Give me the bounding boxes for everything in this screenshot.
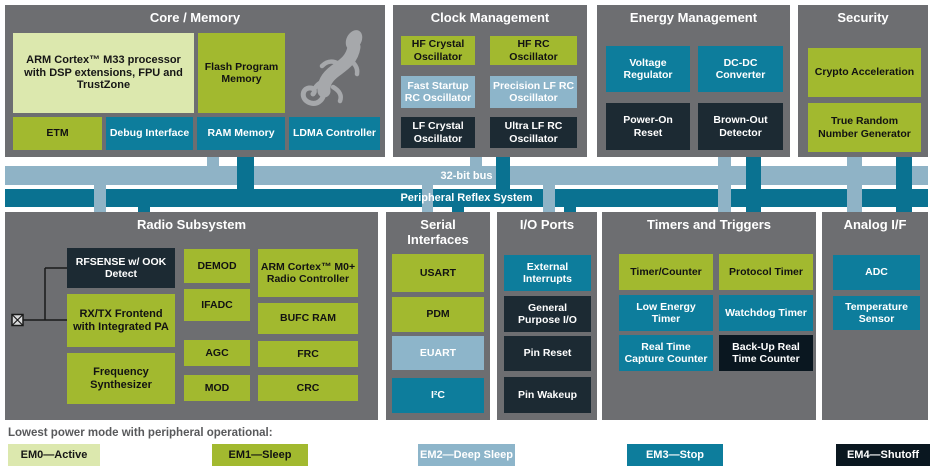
block-low-energy-timer: Low Energy Timer bbox=[619, 295, 713, 331]
section-clock-management: Clock Management HF Crystal Oscillator H… bbox=[393, 5, 587, 157]
block-hf-rc-oscillator: HF RC Oscillator bbox=[490, 36, 577, 65]
bus-connector bbox=[543, 185, 555, 212]
bus-connector bbox=[452, 190, 464, 212]
section-timers-triggers: Timers and Triggers Timer/Counter Protoc… bbox=[602, 212, 816, 420]
block-temperature-sensor: Temperature Sensor bbox=[833, 296, 920, 330]
block-real-time-capture-counter: Real Time Capture Counter bbox=[619, 335, 713, 371]
bus-connector bbox=[207, 157, 219, 185]
block-watchdog-timer: Watchdog Timer bbox=[719, 295, 813, 331]
block-pin-wakeup: Pin Wakeup bbox=[504, 377, 591, 413]
legend-caption: Lowest power mode with peripheral operat… bbox=[8, 427, 273, 439]
block-demod: DEMOD bbox=[184, 249, 250, 283]
block-power-on-reset: Power-On Reset bbox=[606, 103, 690, 150]
block-arm-cortex-m0-radio-controller: ARM Cortex™ M0+ Radio Controller bbox=[258, 249, 358, 297]
section-core-memory: Core / Memory ARM Cortex™ M33 processor … bbox=[5, 5, 385, 157]
block-brown-out-detector: Brown-Out Detector bbox=[698, 103, 783, 150]
bus-peripheral-reflex-system bbox=[5, 189, 928, 207]
section-title-energy-management: Energy Management bbox=[629, 10, 758, 25]
bus-connector bbox=[896, 157, 912, 212]
block-voltage-regulator: Voltage Regulator bbox=[606, 46, 690, 92]
block-protocol-timer: Protocol Timer bbox=[719, 254, 813, 290]
block-euart: EUART bbox=[392, 336, 484, 370]
legend-em3-stop: EM3—Stop bbox=[627, 444, 723, 466]
section-title-clock-management: Clock Management bbox=[430, 10, 550, 25]
bus-connector bbox=[237, 157, 254, 207]
block-pin-reset: Pin Reset bbox=[504, 336, 591, 371]
bus-connector bbox=[847, 157, 862, 212]
section-analog-if: Analog I/F ADC Temperature Sensor bbox=[822, 212, 928, 420]
block-etm: ETM bbox=[13, 117, 102, 150]
block-adc: ADC bbox=[833, 255, 920, 290]
legend-em2-deep-sleep: EM2—Deep Sleep bbox=[418, 444, 515, 466]
bus-connector bbox=[718, 157, 731, 212]
block-debug-interface: Debug Interface bbox=[106, 117, 193, 150]
section-security: Security Crypto Acceleration True Random… bbox=[798, 5, 928, 157]
bus-connector bbox=[746, 157, 761, 212]
block-true-random-number-generator: True Random Number Generator bbox=[808, 103, 921, 152]
block-precision-lf-rc-oscillator: Precision LF RC Oscillator bbox=[490, 76, 577, 108]
block-pdm: PDM bbox=[392, 297, 484, 332]
block-ifadc: IFADC bbox=[184, 289, 250, 321]
bus-connector bbox=[138, 190, 150, 212]
block-rfsense: RFSENSE w/ OOK Detect bbox=[67, 248, 175, 288]
section-energy-management: Energy Management Voltage Regulator DC-D… bbox=[597, 5, 790, 157]
bus-32bit bbox=[5, 166, 928, 185]
block-frequency-synthesizer: Frequency Synthesizer bbox=[67, 353, 175, 404]
block-crypto-acceleration: Crypto Acceleration bbox=[808, 48, 921, 97]
block-external-interrupts: External Interrupts bbox=[504, 255, 591, 291]
bus-connector bbox=[564, 190, 576, 212]
bus-connector bbox=[496, 157, 510, 207]
block-ram-memory: RAM Memory bbox=[197, 117, 285, 150]
block-flash-program-memory: Flash Program Memory bbox=[198, 33, 285, 113]
block-ldma-controller: LDMA Controller bbox=[289, 117, 380, 150]
section-radio-subsystem: Radio Subsystem RFSENSE w/ OOK Detect RX… bbox=[5, 212, 378, 420]
section-title-timers-triggers: Timers and Triggers bbox=[646, 217, 772, 232]
block-timer-counter: Timer/Counter bbox=[619, 254, 713, 290]
block-general-purpose-io: General Purpose I/O bbox=[504, 296, 591, 332]
section-io-ports: I/O Ports External Interrupts General Pu… bbox=[497, 212, 597, 420]
block-hf-crystal-oscillator: HF Crystal Oscillator bbox=[401, 36, 475, 65]
bus-connector bbox=[422, 185, 433, 212]
section-title-io-ports: I/O Ports bbox=[519, 217, 575, 232]
block-lf-crystal-oscillator: LF Crystal Oscillator bbox=[401, 117, 475, 148]
block-rxtx-frontend: RX/TX Frontend with Integrated PA bbox=[67, 294, 175, 347]
block-frc: FRC bbox=[258, 341, 358, 367]
section-title-analog-if: Analog I/F bbox=[843, 217, 907, 232]
legend-em4-shutoff: EM4—Shutoff bbox=[836, 444, 930, 466]
block-crc: CRC bbox=[258, 375, 358, 401]
block-i2c: I²C bbox=[392, 378, 484, 413]
bus-connector bbox=[470, 157, 482, 185]
block-dc-dc-converter: DC-DC Converter bbox=[698, 46, 783, 92]
block-ultra-lf-rc-oscillator: Ultra LF RC Oscillator bbox=[490, 117, 577, 148]
section-title-serial-interfaces: Serial Interfaces bbox=[407, 217, 469, 247]
legend-em0-active: EM0—Active bbox=[8, 444, 100, 466]
block-bufc-ram: BUFC RAM bbox=[258, 303, 358, 334]
block-fast-startup-rc-oscillator: Fast Startup RC Oscillator bbox=[401, 76, 475, 108]
section-title-security: Security bbox=[837, 10, 889, 25]
legend-em1-sleep: EM1—Sleep bbox=[212, 444, 308, 466]
block-mod: MOD bbox=[184, 375, 250, 401]
block-agc: AGC bbox=[184, 340, 250, 366]
section-title-core-memory: Core / Memory bbox=[149, 10, 241, 25]
bus-connector bbox=[94, 185, 106, 212]
block-backup-real-time-counter: Back-Up Real Time Counter bbox=[719, 335, 813, 371]
block-usart: USART bbox=[392, 254, 484, 292]
section-serial-interfaces: Serial Interfaces USART PDM EUART I²C bbox=[386, 212, 490, 420]
block-arm-cortex-m33: ARM Cortex™ M33 processor with DSP exten… bbox=[13, 33, 194, 113]
section-title-radio-subsystem: Radio Subsystem bbox=[136, 217, 247, 232]
gecko-logo-icon bbox=[300, 30, 363, 106]
